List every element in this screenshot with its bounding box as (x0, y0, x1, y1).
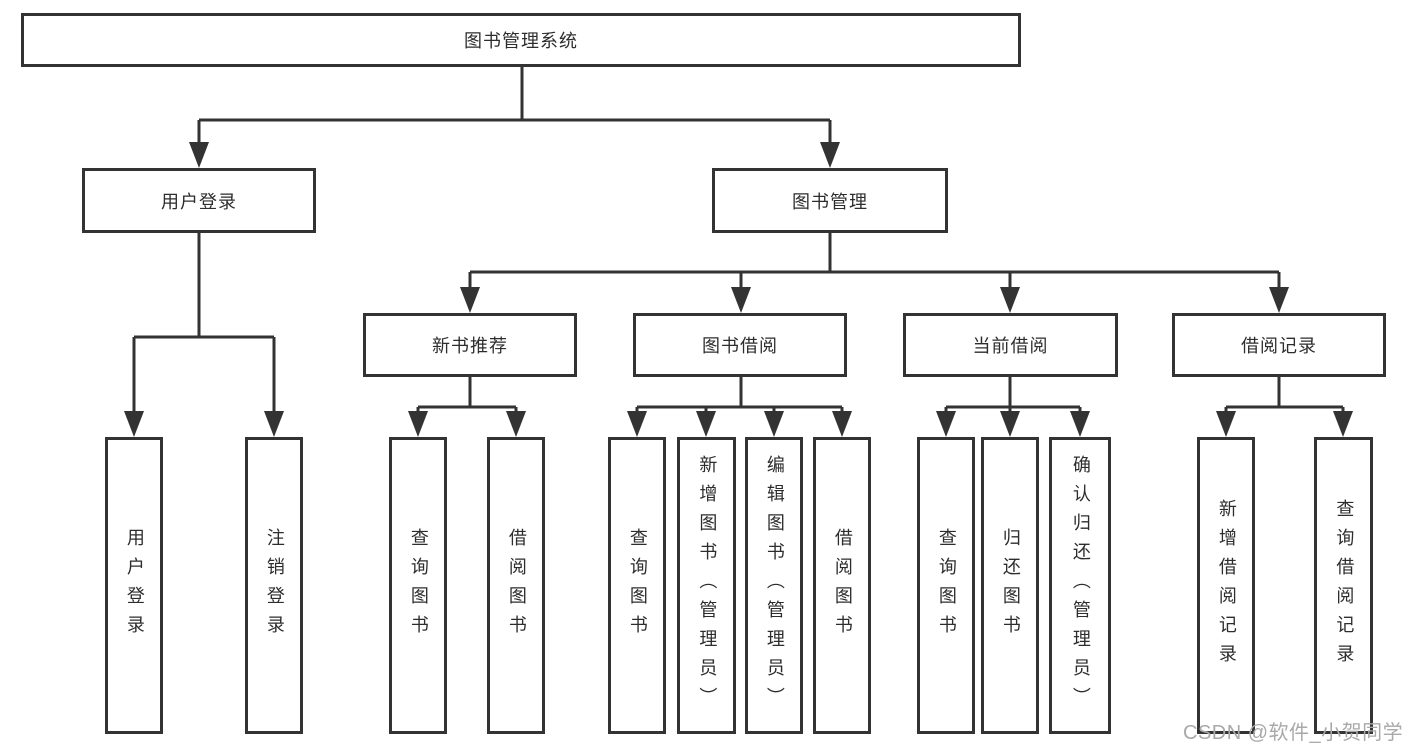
leaf-user-login: 用户登录 (105, 437, 163, 734)
leaf-return-book: 归还图书 (981, 437, 1039, 734)
leaf-query-books-recommend: 查询图书 (389, 437, 447, 734)
node-book-management: 图书管理 (712, 168, 948, 233)
leaf-add-book-admin: 新增图书（管理员） (677, 437, 736, 734)
leaf-query-borrow-record: 查询借阅记录 (1314, 437, 1373, 734)
node-library-management-system: 图书管理系统 (21, 13, 1021, 67)
leaf-query-books-borrowing: 查询图书 (608, 437, 666, 734)
leaf-edit-book-admin: 编辑图书（管理员） (745, 437, 803, 734)
leaf-borrow-books-recommend: 借阅图书 (487, 437, 545, 734)
leaf-borrow-books: 借阅图书 (813, 437, 871, 734)
csdn-watermark: CSDN @软件_小贺同学 (1183, 722, 1404, 744)
node-borrowing-records: 借阅记录 (1172, 313, 1386, 377)
node-new-book-recommendation: 新书推荐 (363, 313, 577, 377)
node-user-login: 用户登录 (82, 168, 316, 233)
node-current-borrowing: 当前借阅 (903, 313, 1118, 377)
leaf-query-books-current: 查询图书 (917, 437, 975, 734)
leaf-add-borrow-record: 新增借阅记录 (1197, 437, 1255, 734)
leaf-confirm-return-admin: 确认归还（管理员） (1049, 437, 1111, 734)
node-book-borrowing: 图书借阅 (633, 313, 847, 377)
leaf-logout: 注销登录 (245, 437, 303, 734)
arrowhead-icons (124, 142, 1353, 437)
